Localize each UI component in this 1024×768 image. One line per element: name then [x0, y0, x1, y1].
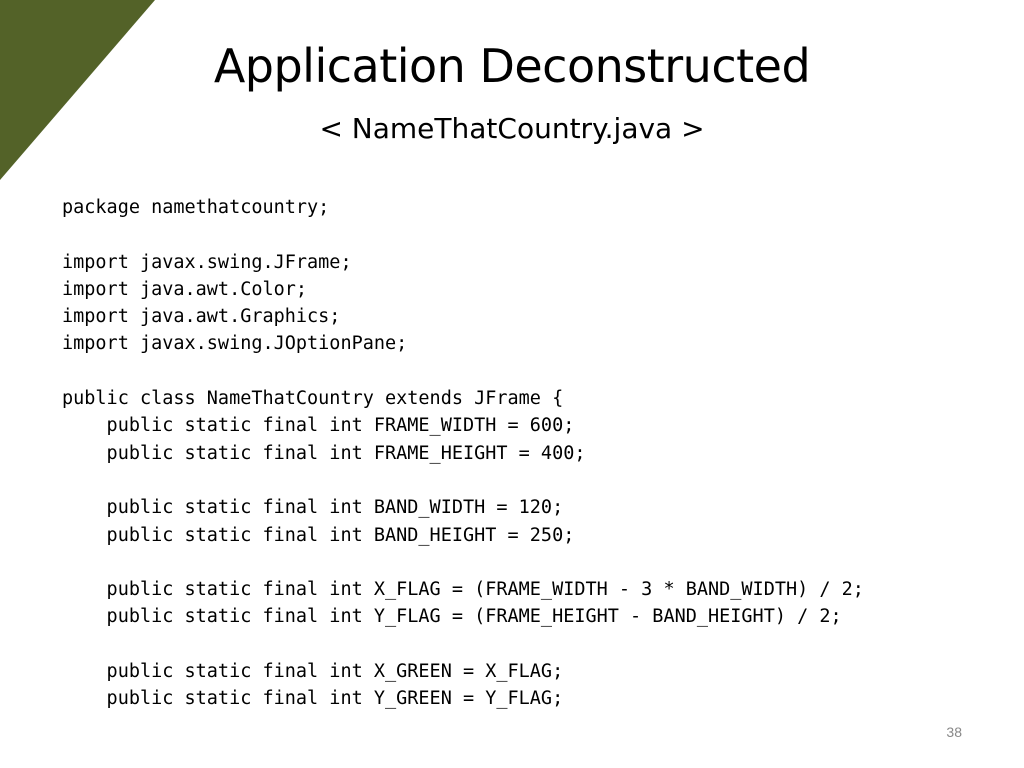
code-line: public static final int Y_FLAG = (FRAME_…	[62, 606, 842, 628]
code-line: public static final int BAND_HEIGHT = 25…	[62, 524, 575, 546]
code-line	[62, 221, 864, 248]
code-line: public static final int FRAME_HEIGHT = 4…	[62, 442, 586, 464]
code-line: public static final int BAND_WIDTH = 120…	[62, 497, 564, 519]
corner-decoration	[0, 0, 155, 180]
code-line: package namethatcountry;	[62, 197, 330, 218]
slide-title: Application Deconstructed	[213, 39, 811, 93]
code-line	[62, 631, 864, 658]
code-line	[62, 358, 864, 385]
page-number: 38	[946, 724, 962, 740]
code-block: package namethatcountry; import javax.swi…	[62, 194, 864, 713]
slide-subtitle: < NameThatCountry.java >	[319, 112, 705, 145]
code-line: public static final int X_FLAG = (FRAME_…	[62, 579, 864, 601]
code-line: import javax.swing.JOptionPane;	[62, 333, 408, 355]
code-line: public static final int Y_GREEN = Y_FLAG…	[62, 688, 564, 710]
code-line: import java.awt.Graphics;	[62, 306, 341, 328]
code-line: public static final int X_GREEN = X_FLAG…	[62, 661, 564, 683]
code-line: public static final int FRAME_WIDTH = 60…	[62, 415, 575, 437]
code-line: import javax.swing.JFrame;	[62, 251, 352, 273]
code-line: public class NameThatCountry extends JFr…	[62, 388, 564, 410]
code-line	[62, 549, 864, 576]
code-line: import java.awt.Color;	[62, 278, 308, 300]
code-line	[62, 467, 864, 494]
